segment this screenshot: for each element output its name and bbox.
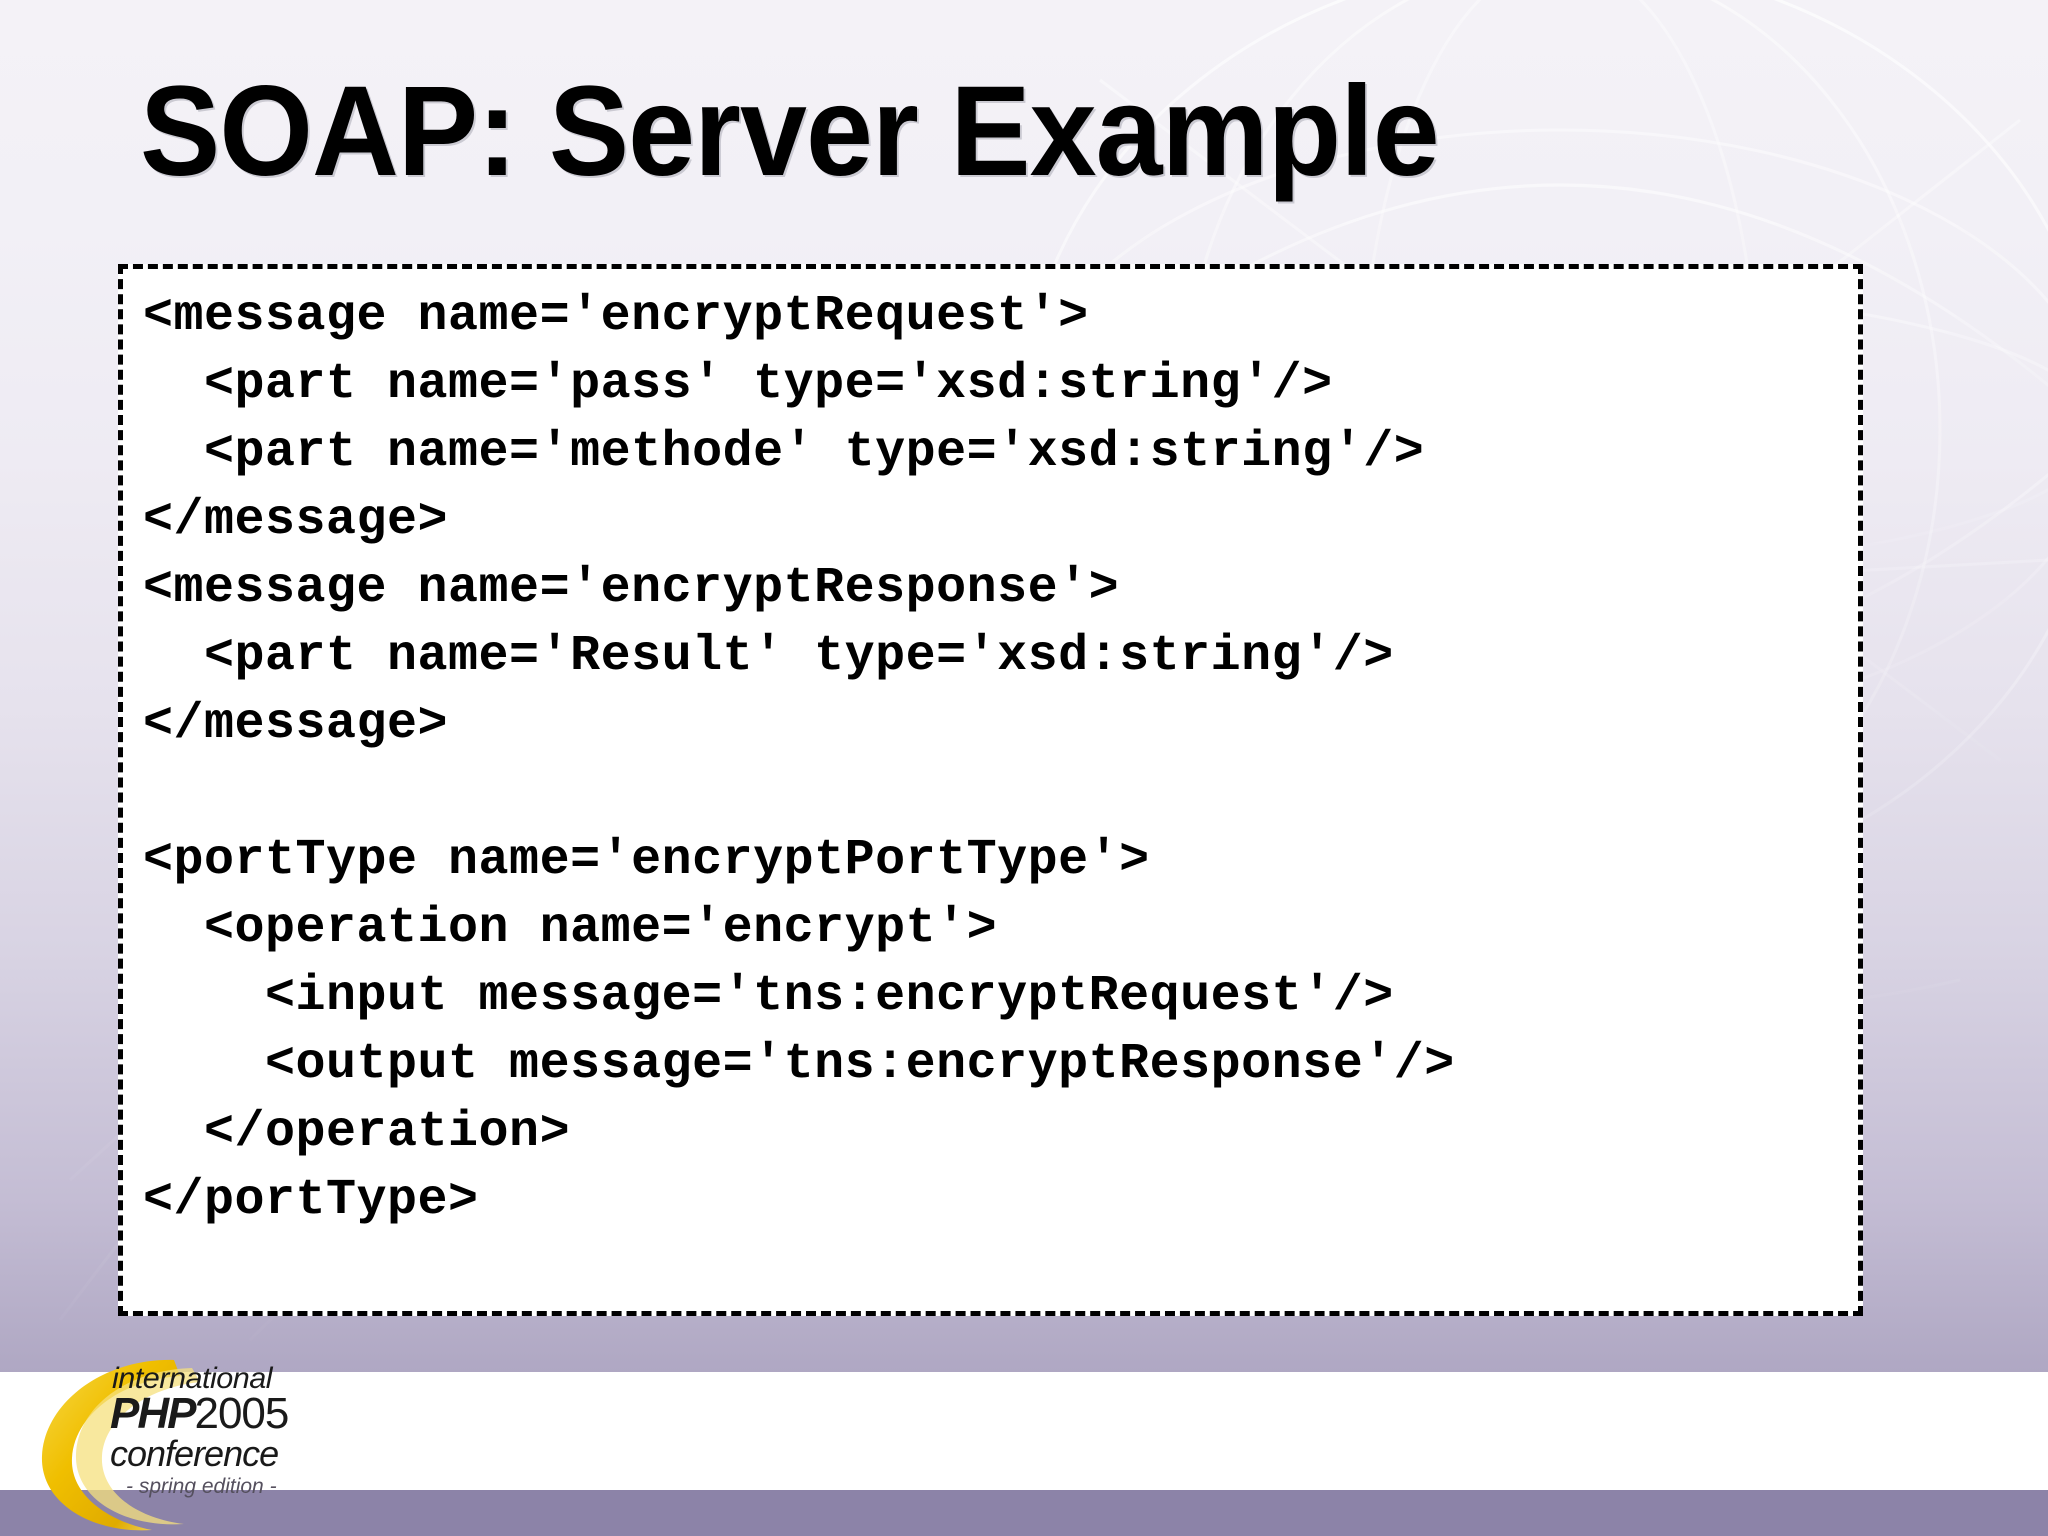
footer-white-band — [0, 1372, 2048, 1490]
code-line: <message name='encryptRequest'> — [143, 288, 1089, 345]
logo-year-text: 2005 — [194, 1389, 289, 1438]
code-block-container: <message name='encryptRequest'> <part na… — [118, 264, 1863, 1316]
logo-swoosh-icon — [41, 1359, 200, 1531]
code-line: <part name='Result' type='xsd:string'/> — [143, 628, 1394, 685]
code-line: </message> — [143, 696, 449, 753]
code-line: <input message='tns:encryptRequest'/> — [143, 968, 1394, 1025]
code-listing: <message name='encryptRequest'> <part na… — [123, 283, 1858, 1235]
code-line: </message> — [143, 492, 449, 549]
code-line — [143, 759, 1858, 827]
code-line: </operation> — [143, 1104, 571, 1161]
footer-accent-bar — [0, 1490, 2048, 1536]
logo-line-international: international — [112, 1362, 273, 1395]
conference-logo: international PHP2005 conference - sprin… — [24, 1352, 354, 1536]
logo-line-php-year: PHP2005 — [110, 1389, 289, 1438]
code-line: <message name='encryptResponse'> — [143, 560, 1120, 617]
code-line: <portType name='encryptPortType'> — [143, 832, 1150, 889]
code-line: </portType> — [143, 1172, 479, 1229]
logo-line-spring-edition: - spring edition - — [126, 1475, 277, 1498]
code-line: <operation name='encrypt'> — [143, 900, 998, 957]
logo-wordmark: international PHP2005 conference - sprin… — [110, 1364, 360, 1524]
code-line: <output message='tns:encryptResponse'/> — [143, 1036, 1455, 1093]
logo-php-text: PHP — [110, 1389, 196, 1438]
logo-line-conference: conference — [110, 1433, 279, 1474]
code-line: <part name='methode' type='xsd:string'/> — [143, 424, 1425, 481]
slide-title: SOAP: Server Example — [140, 60, 1440, 203]
code-line: <part name='pass' type='xsd:string'/> — [143, 356, 1333, 413]
